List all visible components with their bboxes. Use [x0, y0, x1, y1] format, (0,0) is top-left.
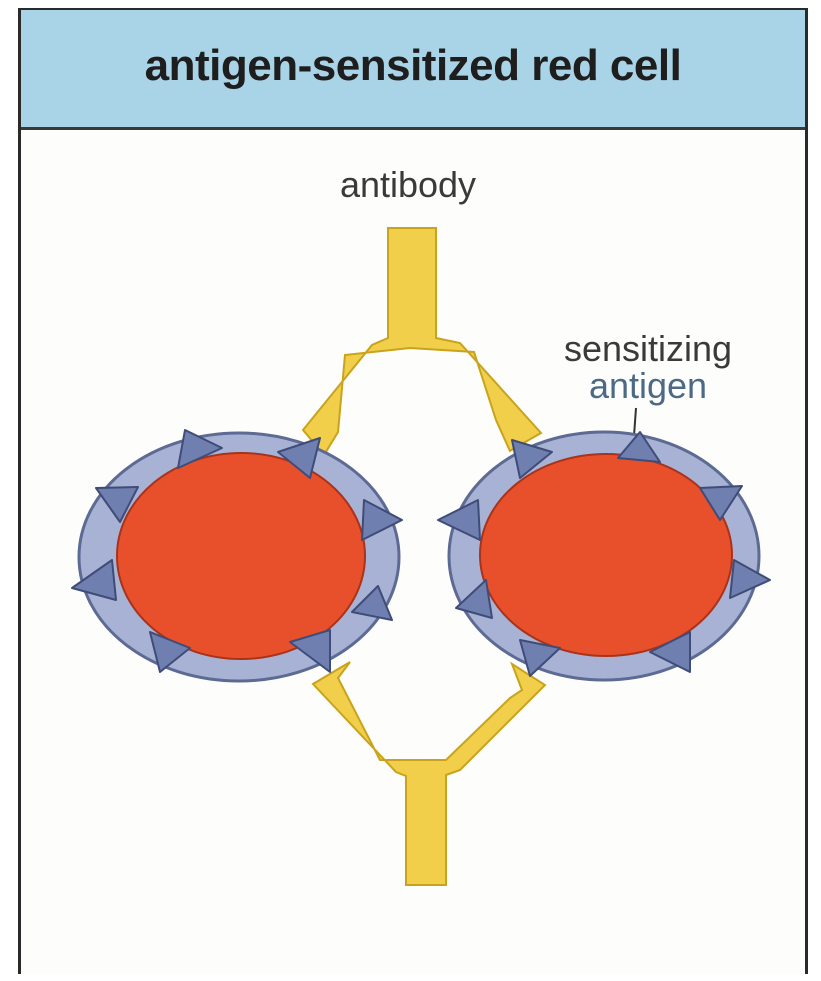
sensitizing-label-line2: antigen [589, 365, 707, 406]
sensitizing-pointer [634, 408, 636, 436]
top-antibody [303, 228, 541, 455]
antibody-label: antibody [340, 164, 476, 205]
sensitizing-label-line1: sensitizing [564, 328, 732, 369]
left-red-cell [72, 430, 402, 681]
left-cell-body [117, 453, 365, 659]
right-cell-body [480, 454, 732, 656]
bottom-antibody [313, 662, 545, 885]
right-red-cell [438, 432, 770, 680]
